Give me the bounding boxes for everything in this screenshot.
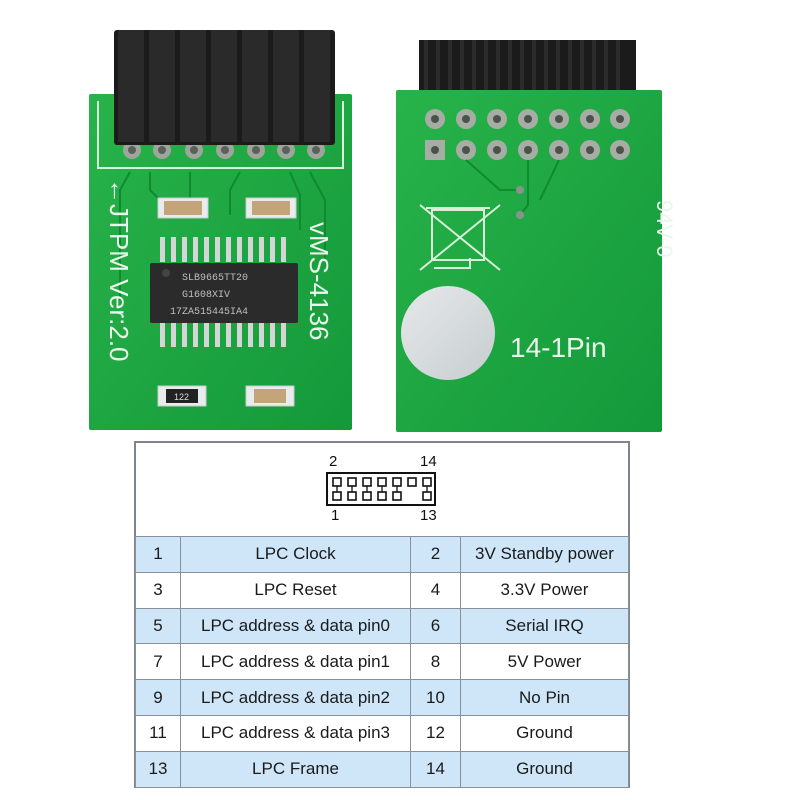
pin-number-cell: 5 [135, 607, 181, 645]
header-diagram: 2 14 1 13 [136, 443, 628, 537]
header-label-1: 1 [331, 507, 340, 524]
ic-marking-line2: G1608XIV [182, 290, 230, 301]
tpm-board-front: SLB9665TT20 G1608XIV 17ZA515445IA4 122 v… [89, 30, 352, 430]
ic-marking-line1: SLB9665TT20 [182, 273, 248, 284]
pin-number-cell: 7 [135, 643, 181, 681]
via [516, 186, 524, 194]
pin-number-cell: 8 [410, 643, 461, 681]
pin-number-cell: 10 [410, 679, 461, 716]
pin-function-cell: 3.3V Power [460, 571, 629, 609]
pin-number-cell: 13 [135, 750, 181, 788]
pin-number-cell: 2 [410, 536, 461, 573]
pin-number-cell: 9 [135, 679, 181, 716]
connector-back-edge [419, 40, 636, 90]
rating-label: 94V-0 [652, 200, 677, 258]
pin-number-cell: 12 [410, 714, 461, 752]
header-label-14: 14 [420, 453, 437, 470]
pin-function-cell: LPC Frame [180, 750, 411, 788]
smd-capacitor [245, 197, 297, 219]
back-traces [465, 159, 560, 216]
pin-number-cell: 4 [410, 571, 461, 609]
pin-function-cell: Serial IRQ [460, 607, 629, 645]
pin-number-cell: 6 [410, 607, 461, 645]
via [516, 211, 524, 219]
pin-function-cell: 5V Power [460, 643, 629, 681]
pin-header-icon [326, 472, 436, 506]
mounting-area-circle [401, 286, 495, 380]
version-label: ←JTPM Ver:2.0 [104, 178, 134, 362]
pin-count-label: 14-1Pin [510, 332, 607, 363]
pin-function-cell: No Pin [460, 679, 629, 716]
pin-function-cell: 3V Standby power [460, 536, 629, 573]
pcb-traces [119, 171, 326, 300]
recycle-bin-icon [419, 204, 501, 271]
tpm-board-back: 14-1Pin 94V-0 [396, 40, 677, 432]
smd-capacitor [245, 385, 295, 407]
pin-function-cell: LPC address & data pin0 [180, 607, 411, 645]
pin-function-cell: LPC address & data pin3 [180, 714, 411, 752]
resistor-marking: 122 [174, 392, 189, 402]
solder-pads [425, 109, 630, 160]
pin-header-connector [114, 30, 335, 145]
pin-number-cell: 3 [135, 571, 181, 609]
smd-capacitor [157, 197, 209, 219]
pin-function-cell: LPC Reset [180, 571, 411, 609]
product-photo: SLB9665TT20 G1608XIV 17ZA515445IA4 122 v… [89, 30, 677, 432]
header-label-13: 13 [420, 507, 437, 524]
pin-function-cell: Ground [460, 750, 629, 788]
connector-pads [123, 141, 325, 159]
model-label: vMS-4136 [304, 222, 334, 341]
pcb-front [89, 94, 352, 430]
tpm-chip: SLB9665TT20 G1608XIV 17ZA515445IA4 [150, 237, 298, 347]
pin-number-cell: 1 [135, 536, 181, 573]
pin-function-cell: Ground [460, 714, 629, 752]
pin-function-cell: LPC address & data pin2 [180, 679, 411, 716]
pin-function-cell: LPC address & data pin1 [180, 643, 411, 681]
connector-outline [97, 101, 344, 169]
pin-number-cell: 11 [135, 714, 181, 752]
pin-number-cell: 14 [410, 750, 461, 788]
pin-function-cell: LPC Clock [180, 536, 411, 573]
smd-resistor: 122 [157, 385, 207, 407]
header-label-2: 2 [329, 453, 338, 470]
ic-marking-line3: 17ZA515445IA4 [170, 307, 248, 318]
